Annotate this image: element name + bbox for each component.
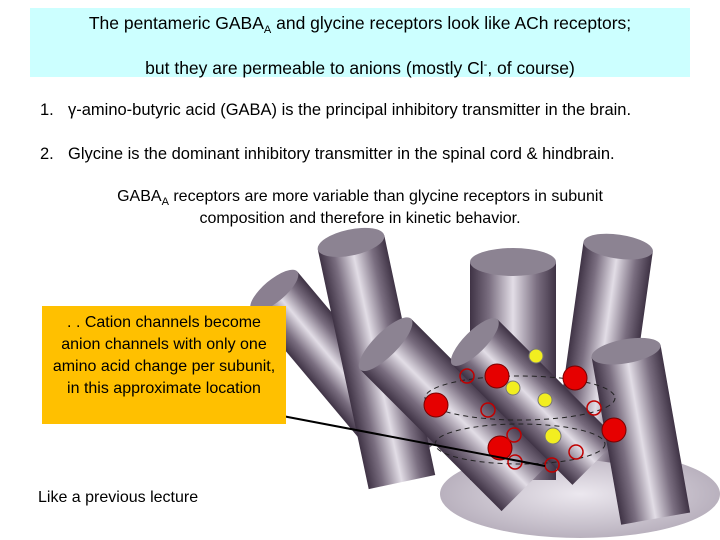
note-text-cont: receptors are more variable than glycine… — [168, 188, 603, 205]
yellow-marker — [505, 380, 521, 396]
title-subscript: A — [263, 24, 272, 36]
callout-text: . . Cation channels become anion channel… — [52, 314, 276, 397]
callout-box: . . Cation channels become anion channel… — [42, 306, 286, 424]
yellow-marker — [544, 427, 562, 445]
list-number: 1. — [40, 101, 54, 119]
list-text: γ-amino-butyric acid (GABA) is the princ… — [68, 101, 632, 119]
title-text-cont: and glycine receptors look like ACh rece… — [271, 13, 632, 33]
open-marker — [459, 368, 475, 384]
yellow-marker — [537, 392, 553, 408]
yellow-marker — [528, 348, 544, 364]
red-marker — [487, 435, 513, 461]
red-marker — [562, 365, 588, 391]
note-subscript: A — [161, 196, 169, 208]
note-line-1: GABAA receptors are more variable than g… — [60, 186, 660, 213]
title-line-1: The pentameric GABAA and glycine recepto… — [30, 13, 690, 40]
red-marker — [484, 363, 510, 389]
list-number: 2. — [40, 145, 54, 163]
title-text: The pentameric GABA — [88, 13, 264, 33]
helix-right-front — [591, 337, 691, 525]
pore-outline-lower — [434, 423, 606, 465]
title-line-2: but they are permeable to anions (mostly… — [30, 55, 690, 78]
helix-front-tilted — [358, 317, 553, 512]
red-marker — [601, 417, 627, 443]
open-marker — [506, 427, 522, 443]
list-item: 2. Glycine is the dominant inhibitory tra… — [40, 145, 615, 164]
footer-note: Like a previous lecture — [38, 489, 199, 506]
list-item: 1. γ-amino-butyric acid (GABA) is the pri… — [40, 101, 631, 120]
title-banner: The pentameric GABAA and glycine recepto… — [30, 8, 690, 78]
title-text-2: but they are permeable to anions (mostly… — [145, 58, 484, 78]
open-marker — [586, 400, 602, 416]
list-text: Glycine is the dominant inhibitory trans… — [68, 145, 615, 163]
pore-outline-upper — [424, 375, 616, 421]
open-marker — [480, 402, 496, 418]
helix-middle — [450, 318, 618, 485]
note-line-2: composition and therefore in kinetic beh… — [199, 210, 521, 227]
title-superscript: - — [483, 59, 488, 71]
note-text: GABA — [117, 188, 162, 205]
red-marker — [423, 392, 449, 418]
callout-pointer-line — [271, 413, 546, 467]
open-marker — [568, 444, 584, 460]
title-text-2-cont: , of course) — [487, 58, 575, 78]
